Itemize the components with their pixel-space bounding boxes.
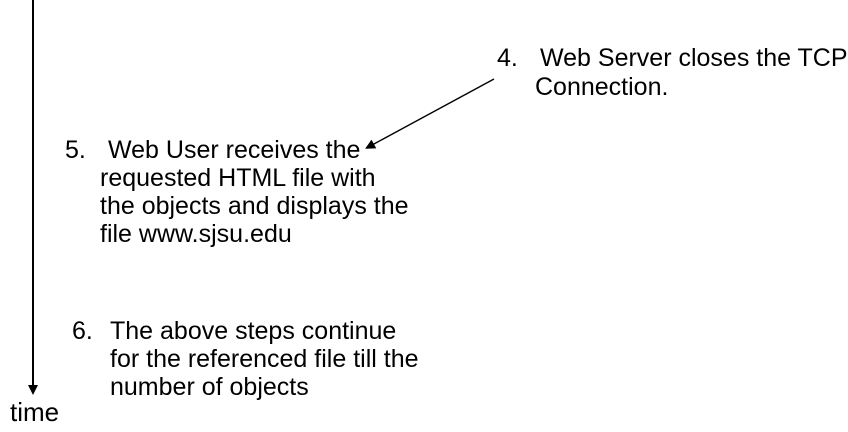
step4-to-step5-connector-arrow [365,78,495,149]
step-5-line-1: Web User receives the [108,136,361,164]
step-5-line-2: requested HTML file with [100,164,376,192]
step-4-number: 4. [497,44,518,72]
step-5-number: 5. [65,136,86,164]
step-4-block: 4. Web Server closes the TCP Connection. [497,44,848,102]
time-axis-label: time [10,397,60,427]
step-5-text: Web User receives the requested HTML fil… [100,136,409,248]
step-6-number: 6. [72,317,93,345]
step-6-line-1: The above steps continue [110,317,397,345]
step-5-block: 5. Web User receives the requested HTML … [65,136,409,248]
step-4-line-1: Web Server closes the TCP [540,44,848,72]
step-6-text: The above steps continue for the referen… [110,317,419,401]
step-4-text: Web Server closes the TCP Connection. [535,44,848,102]
step-6-line-3: number of objects [110,373,309,401]
step-6-block: 6. The above steps continue for the refe… [72,317,419,401]
step-5-line-4: file www.sjsu.edu [100,220,292,248]
step-6-line-2: for the referenced file till the [110,345,419,373]
step-4-line-2: Connection. [535,73,669,101]
step-5-line-3: the objects and displays the [100,192,409,220]
